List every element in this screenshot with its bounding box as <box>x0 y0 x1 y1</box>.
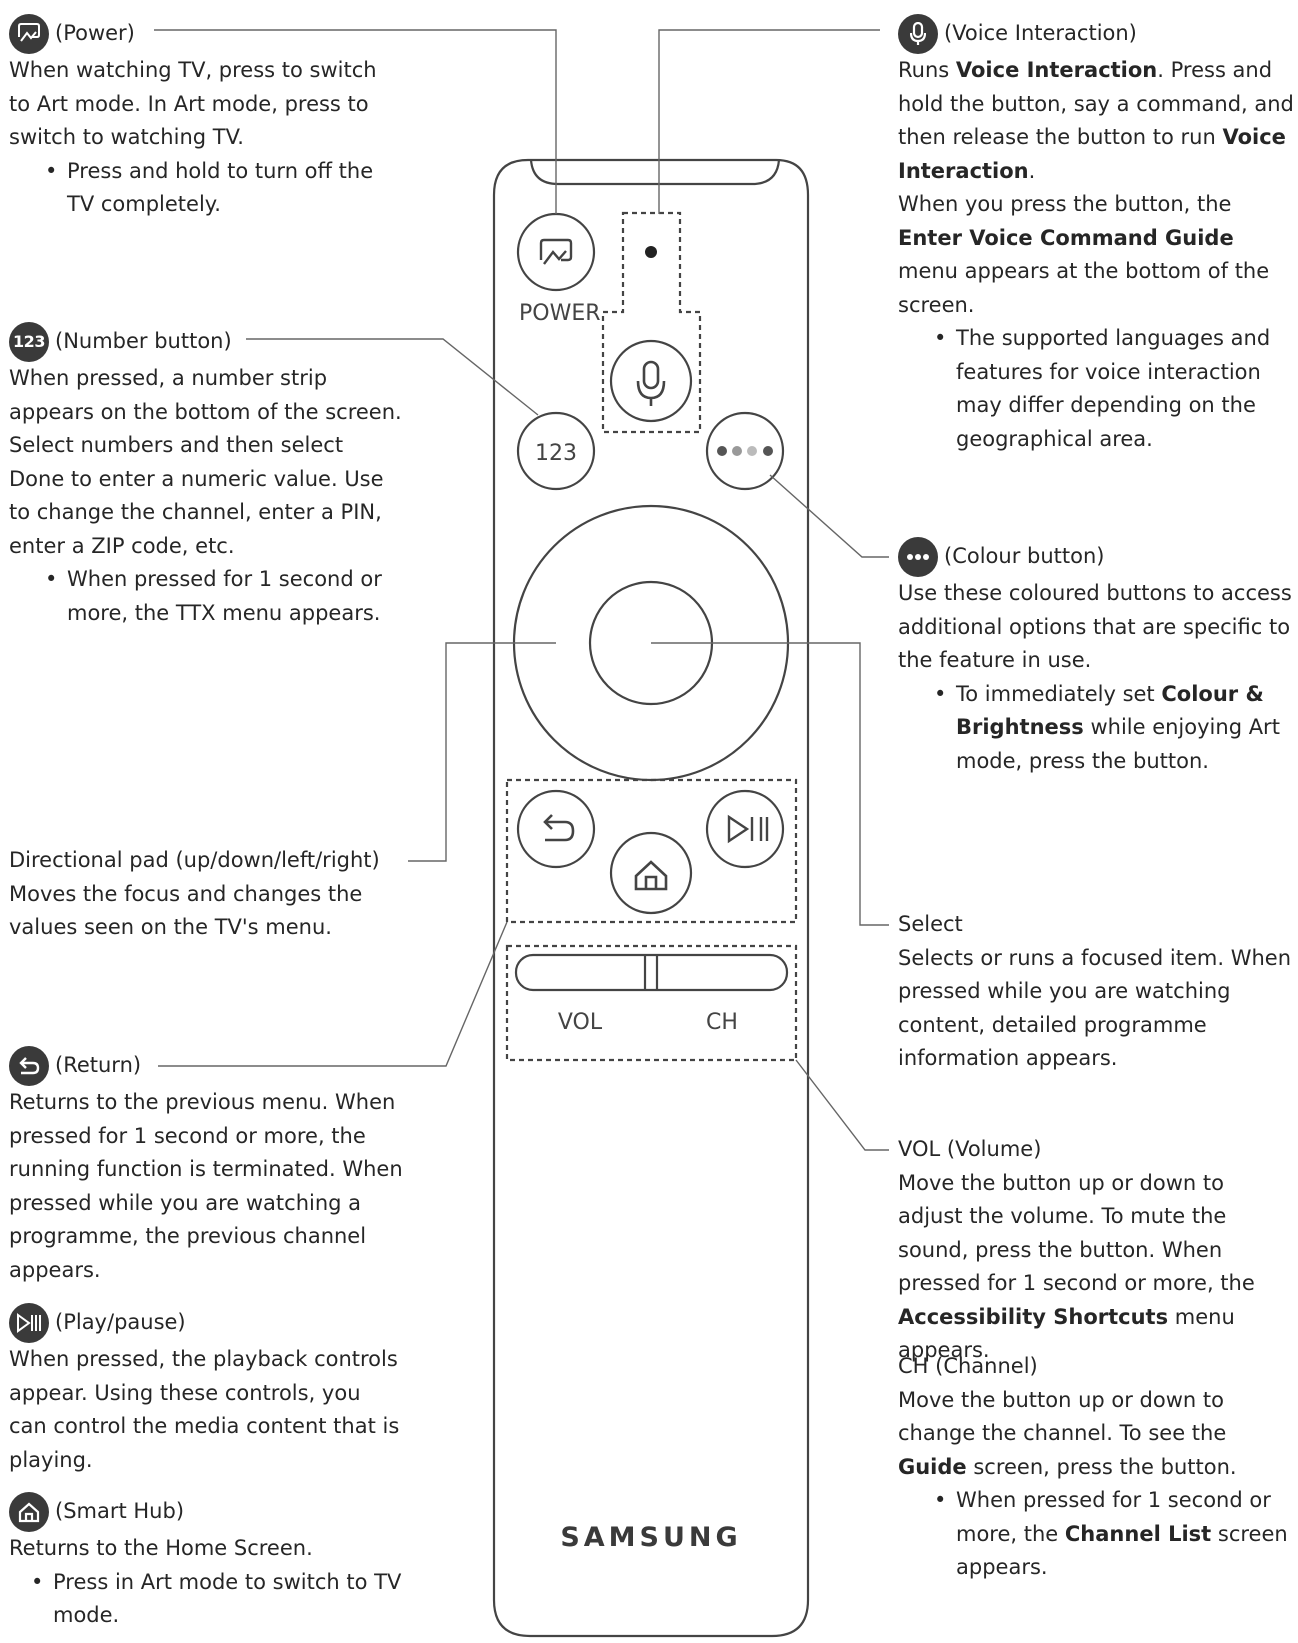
ch-block: CH (Channel) Move the button up or down … <box>898 1350 1294 1585</box>
mic-button[interactable] <box>609 339 693 423</box>
voice-title: (Voice Interaction) <box>944 21 1137 46</box>
play-desc: When pressed, the playback controls appe… <box>9 1347 400 1472</box>
colour-dots-icon <box>898 537 938 577</box>
number-bullet: When pressed for 1 second or more, the T… <box>9 563 404 630</box>
voice-bullet: The supported languages and features for… <box>898 322 1294 456</box>
play-block: (Play/pause) When pressed, the playback … <box>9 1303 404 1477</box>
dpad-desc: Moves the focus and changes the values s… <box>9 881 363 940</box>
colour-bullet: To immediately set Colour & Brightness w… <box>898 678 1294 779</box>
home-icon <box>9 1492 49 1532</box>
dpad-block: Directional pad (up/down/left/right) Mov… <box>9 844 404 945</box>
power-art-icon <box>539 238 573 265</box>
ch-label: CH <box>706 1010 738 1035</box>
colour-block: (Colour button) Use these coloured butto… <box>898 537 1294 778</box>
power-art-icon <box>9 14 49 54</box>
voice-block: (Voice Interaction) Runs Voice Interacti… <box>898 14 1294 456</box>
number-badge: 123 <box>9 322 49 362</box>
mic-hole <box>645 246 657 258</box>
ch-bullet: When pressed for 1 second or more, the C… <box>898 1484 1294 1585</box>
remote-body <box>492 158 810 1638</box>
mic-icon <box>636 360 666 406</box>
number-block: 123 (Number button) When pressed, a numb… <box>9 322 404 630</box>
smarthub-block: (Smart Hub) Returns to the Home Screen. … <box>9 1492 404 1633</box>
volch-frame <box>505 944 798 1062</box>
select-block: Select Selects or runs a focused item. W… <box>898 908 1294 1076</box>
power-title: (Power) <box>55 21 135 46</box>
ch-title: CH (Channel) <box>898 1354 1038 1378</box>
play-pause-icon <box>9 1303 49 1343</box>
play-title: (Play/pause) <box>55 1310 186 1335</box>
rocker-divider <box>643 955 659 990</box>
vol-block: VOL (Volume) Move the button up or down … <box>898 1133 1294 1368</box>
number-button[interactable] <box>516 411 596 491</box>
play-pause-button[interactable] <box>705 789 785 869</box>
colour-button[interactable] <box>705 411 785 491</box>
home-icon <box>634 860 668 891</box>
power-bullet: Press and hold to turn off the TV comple… <box>9 155 404 222</box>
power-label: POWER <box>519 301 601 326</box>
ch-desc: Move the button up or down to change the… <box>898 1387 1237 1479</box>
mic-icon <box>898 14 938 54</box>
leader-lines <box>154 29 889 1151</box>
smarthub-title: (Smart Hub) <box>55 1499 185 1524</box>
play-pause-icon <box>727 814 769 844</box>
number-title: (Number button) <box>55 329 232 354</box>
select-desc: Selects or runs a focused item. When pre… <box>898 945 1292 1071</box>
vol-desc: Move the button up or down to adjust the… <box>898 1170 1255 1363</box>
colour-title: (Colour button) <box>944 544 1105 569</box>
vol-title: VOL (Volume) <box>898 1137 1042 1161</box>
dpad-title: Directional pad (up/down/left/right) <box>9 848 380 872</box>
nav-frame <box>505 778 798 924</box>
return-icon <box>9 1046 49 1086</box>
vol-label: VOL <box>558 1010 603 1035</box>
remote-top-notch <box>529 159 781 186</box>
voice-desc-1: Runs Voice Interaction. Press and hold t… <box>898 58 1294 183</box>
return-icon <box>543 814 575 842</box>
return-title: (Return) <box>55 1053 142 1078</box>
power-button[interactable] <box>516 212 596 292</box>
return-button[interactable] <box>516 789 596 869</box>
smarthub-desc: Returns to the Home Screen. <box>9 1536 313 1560</box>
home-button[interactable] <box>609 831 693 915</box>
select-title: Select <box>898 912 963 936</box>
brand-logo: SAMSUNG <box>560 1522 741 1553</box>
voice-desc-2: When you press the button, the Enter Voi… <box>898 192 1270 317</box>
power-desc: When watching TV, press to switch to Art… <box>9 58 377 149</box>
return-desc: Returns to the previous menu. When press… <box>9 1090 403 1282</box>
colour-desc: Use these coloured buttons to access add… <box>898 581 1292 672</box>
number-label: 123 <box>535 441 577 466</box>
power-block: (Power) When watching TV, press to switc… <box>9 14 404 222</box>
colour-dots <box>717 446 773 456</box>
vol-rocker[interactable] <box>514 953 789 992</box>
smarthub-bullet: Press in Art mode to switch to TV mode. <box>9 1566 404 1633</box>
voice-frame <box>601 211 702 434</box>
number-desc: When pressed, a number strip appears on … <box>9 366 402 558</box>
return-block: (Return) Returns to the previous menu. W… <box>9 1046 404 1287</box>
